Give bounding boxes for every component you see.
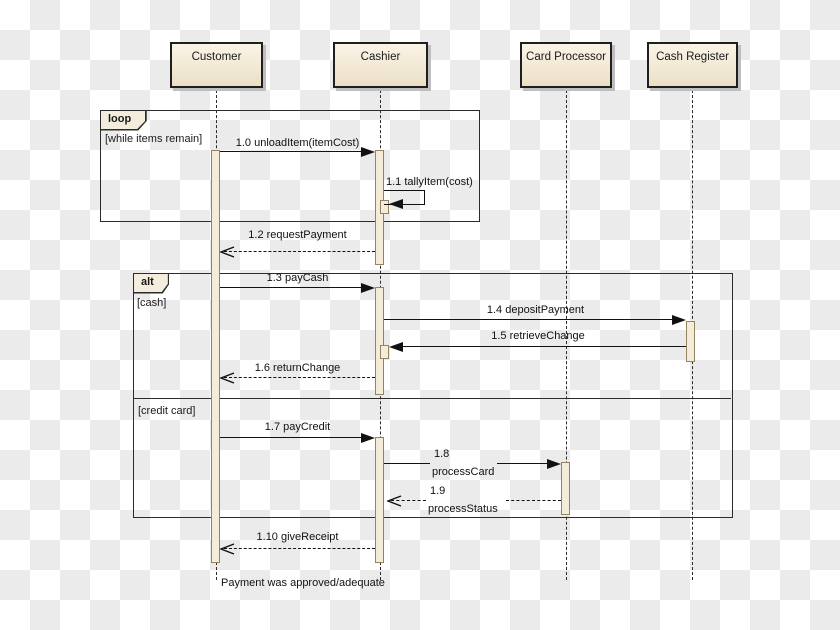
self-message-loop-line — [384, 190, 425, 205]
message-label-retrievechange: 1.5 retrieveChange — [491, 330, 585, 342]
arrowhead-filled-right-icon — [361, 147, 375, 157]
message-line-processcard-left — [384, 463, 430, 464]
fragment-alt: alt [cash] [credit card] — [132, 272, 733, 518]
fragment-operator-label: alt — [134, 274, 168, 292]
fragment-guard: [while items remain] — [105, 133, 203, 145]
message-label-processstatus: processStatus — [428, 503, 498, 515]
arrowhead-open-left-icon — [220, 372, 235, 384]
actor-name: Customer — [191, 51, 242, 63]
message-label-processcard: processCard — [432, 466, 495, 478]
actor-name: Cashier — [360, 51, 401, 63]
lifeline-card-processor — [566, 90, 567, 580]
message-label-paycredit: 1.7 payCredit — [264, 421, 331, 433]
arrowhead-open-left-icon — [387, 495, 402, 507]
arrowhead-filled-left-icon — [389, 199, 403, 209]
message-line-unloaditem — [220, 151, 371, 152]
note-text: Payment was approved/adequate — [221, 577, 385, 589]
fragment-guard-cash: [cash] — [137, 297, 167, 309]
message-line-processcard-right — [497, 463, 550, 464]
arrowhead-filled-right-icon — [547, 459, 561, 469]
actor-head-customer: Customer — [170, 42, 263, 88]
message-line-processstatus-right — [506, 500, 561, 501]
arrowhead-filled-left-icon — [389, 342, 403, 352]
message-label-depositpayment: 1.4 depositPayment — [486, 304, 585, 316]
message-label-paycash: 1.3 payCash — [266, 272, 329, 284]
arrowhead-filled-right-icon — [361, 433, 375, 443]
activation-cashier-3 — [375, 437, 384, 563]
nested-activation-retrievechange — [380, 345, 389, 359]
activation-customer — [211, 150, 220, 563]
activation-cashier-2 — [375, 287, 384, 395]
message-line-givereceipt — [224, 548, 375, 549]
fragment-operator-label: loop — [101, 111, 146, 129]
fragment-guard-credit-card: [credit card] — [138, 405, 196, 417]
message-line-paycredit — [220, 437, 371, 438]
alt-divider-line — [134, 398, 731, 399]
message-label-requestpayment: 1.2 requestPayment — [248, 229, 347, 241]
fragment-loop: loop [while items remain] — [99, 109, 480, 222]
fragment-alt-tab: alt — [132, 272, 170, 294]
message-line-requestpayment — [224, 251, 375, 252]
message-line-returnchange — [224, 377, 375, 378]
message-label-processstatus-number: 1.9 — [430, 485, 446, 497]
activation-cash-register — [686, 321, 695, 362]
message-label-returnchange: 1.6 returnChange — [254, 362, 341, 374]
message-label-givereceipt: 1.10 giveReceipt — [256, 531, 339, 543]
arrowhead-open-left-icon — [220, 543, 235, 555]
actor-name: Card Processor — [526, 51, 606, 63]
activation-card-processor — [561, 462, 570, 515]
message-line-retrievechange — [392, 346, 686, 347]
message-label-unloaditem: 1.0 unloadItem(itemCost) — [235, 137, 360, 149]
message-label-tallyitem: 1.1 tallyItem(cost) — [386, 176, 473, 188]
actor-head-card-processor: Card Processor — [520, 42, 612, 88]
message-line-depositpayment — [384, 319, 683, 320]
arrowhead-open-left-icon — [220, 246, 235, 258]
nested-activation-tallyitem — [380, 200, 389, 214]
actor-name: Cash Register — [656, 51, 729, 63]
arrowhead-filled-right-icon — [361, 283, 375, 293]
arrowhead-filled-right-icon — [672, 315, 686, 325]
message-label-processcard-number: 1.8 — [434, 448, 450, 460]
actor-head-cashier: Cashier — [333, 42, 428, 88]
message-line-paycash — [220, 287, 371, 288]
actor-head-cash-register: Cash Register — [647, 42, 738, 88]
message-line-processstatus-left — [391, 500, 426, 501]
fragment-loop-tab: loop — [99, 109, 147, 131]
